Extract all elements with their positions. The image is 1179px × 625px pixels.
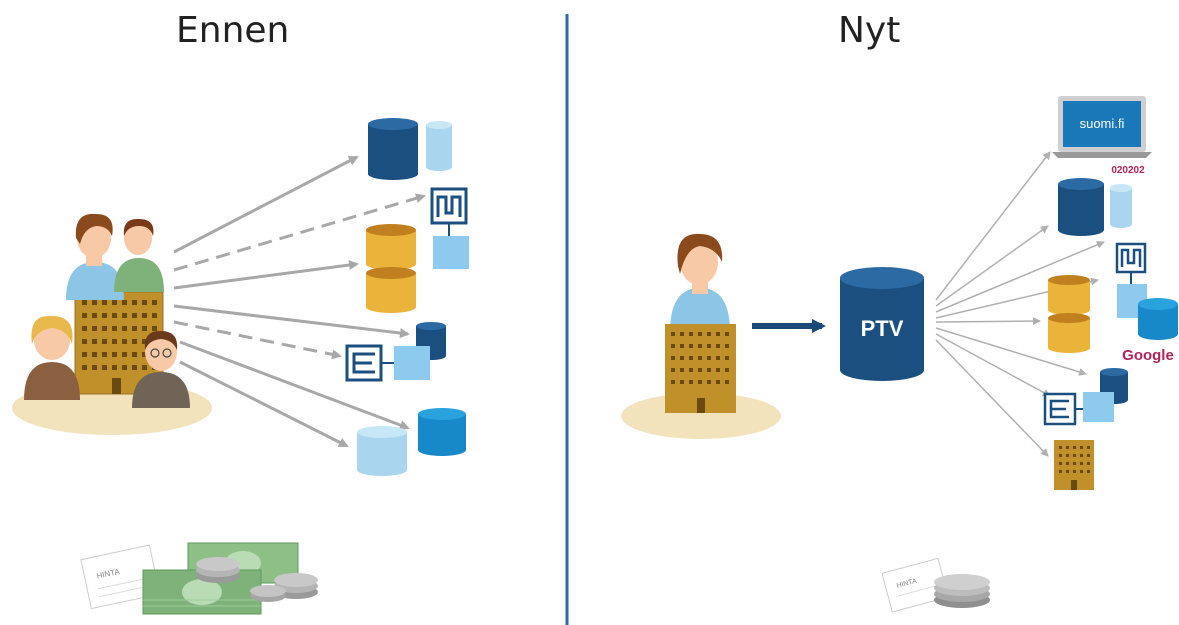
service-box-icon [1043,392,1114,426]
service-box-icon [430,187,469,269]
database-icon [357,408,466,476]
platform [621,393,781,439]
person-icon [670,233,730,332]
panel-title-before: Ennen [176,10,290,51]
ptv-label: PTV [861,316,904,341]
database-icon [366,224,416,313]
coin-stack-icon [934,574,990,608]
connector-arrows-now [935,151,1105,457]
google-label: Google [1122,347,1174,364]
database-icon [1138,298,1178,340]
connector-arrows-before [173,155,426,448]
suomi-fi-label: suomi.fi [1080,116,1125,131]
building-icon [665,324,736,413]
database-icon [1048,275,1090,353]
database-icon [1058,178,1132,236]
laptop-icon [1052,96,1152,158]
money-icon: HINTA [80,542,299,615]
service-box-icon [345,344,430,382]
building-icon [1054,440,1094,490]
panel-title-now: Nyt [838,10,901,51]
people-icon [24,213,190,408]
phone-number-label: 020202 [1111,165,1145,176]
ptv-database [840,267,924,381]
database-icon [368,118,452,180]
coin-stack-icon [196,557,318,602]
